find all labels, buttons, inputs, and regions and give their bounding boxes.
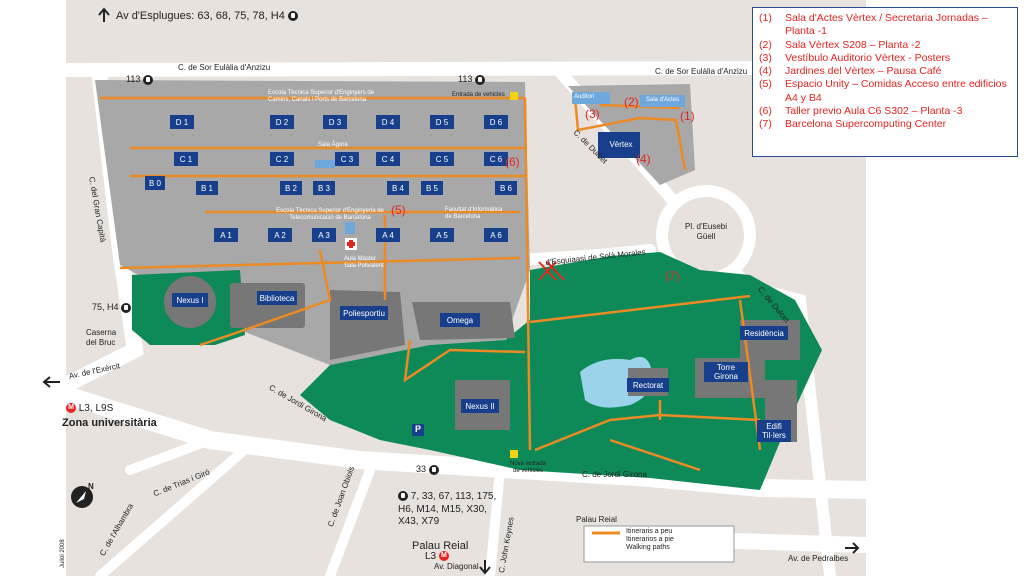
marker-4: (4) [636, 152, 651, 166]
street-jordi-girona-2: C. de Jordi Girona [582, 470, 647, 479]
metro-palau-reial: Palau Reial [412, 540, 469, 552]
marker-3: (3) [585, 107, 600, 121]
street-pedralbes: Av. de Pedralbes [788, 554, 849, 563]
building-omega: Omega [440, 313, 480, 327]
walking-paths [100, 96, 762, 472]
legend-item-4: (4)Jardines del Vèrtex – Pausa Café [759, 65, 942, 78]
bus-icon [428, 464, 439, 475]
label-etsetb: Escola Tècnica Superior d'Enginyeria de … [276, 208, 384, 221]
building-nexus2: Nexus II [461, 399, 499, 413]
building-c1: C 1 [174, 152, 198, 166]
bus-stop-33: 33 [416, 464, 439, 475]
building-c2: C 2 [270, 152, 294, 166]
building-poliesportiu: Poliesportiu [340, 306, 388, 320]
legend-item-1: (1)Sala d'Actes Vèrtex / Secretaria Jorn… [759, 12, 988, 38]
building-b1: B 1 [196, 181, 218, 195]
label-etseccpb: Escola Tècnica Superior d'Enginyers de C… [268, 90, 375, 103]
building-a1: A 1 [214, 228, 238, 242]
building-b2: B 2 [280, 181, 302, 195]
bus-icon [287, 11, 298, 22]
metro-l3: L3 M [425, 551, 449, 562]
bus-stop-113-right: 113 [458, 74, 485, 85]
label-sala-agora: Sala Àgora [318, 142, 348, 148]
bus-icon [474, 74, 485, 85]
building-d4: D 4 [376, 115, 400, 129]
building-d5: D 5 [430, 115, 454, 129]
building-d3: D 3 [323, 115, 347, 129]
label-caserna: Caserna del Bruc [86, 328, 117, 347]
label-entrada-vehicles: Entrada de vehicles [452, 92, 505, 98]
building-a5: A 5 [430, 228, 454, 242]
street-sor-eulalia-2: C. de Sor Eulàlia d'Anzizu [655, 67, 748, 76]
building-tillers: Edifi Til·lers [757, 420, 791, 442]
green-area-south [300, 252, 822, 490]
marker-7: (7) [665, 269, 680, 283]
building-c5: C 5 [430, 152, 454, 166]
label-av-diagonal: Av. Diagonal [434, 562, 479, 571]
street-esplugues: Av d'Esplugues: 63, 68, 75, 78, H4 [116, 10, 298, 22]
building-b4: B 4 [387, 181, 409, 195]
building-d2: D 2 [270, 115, 294, 129]
street-sor-eulalia-1: C. de Sor Eulàlia d'Anzizu [178, 63, 271, 72]
label-nova-entrada: Nova entrada de vehicles [509, 461, 547, 474]
building-nexus1: Nexus I [172, 293, 208, 307]
label-zona-universitaria: Zona universitària [62, 417, 157, 429]
building-a4: A 4 [376, 228, 400, 242]
legend-item-7: (7)Barcelona Supercomputing Center [759, 118, 947, 131]
street-palau-reial: Palau Reial [576, 515, 617, 524]
legend-item-6: (6)Taller previo Aula C6 S302 – Planta -… [759, 105, 963, 118]
building-d1: D 1 [170, 115, 194, 129]
marker-2: (2) [624, 95, 639, 109]
marker-5: (5) [391, 203, 406, 217]
label-fib: Facultat d'Informàtica de Barcelona [445, 207, 503, 220]
building-a3: A 3 [312, 228, 336, 242]
building-torre-girona: Torre Girona [704, 362, 748, 382]
metro-zona: M L3, L9S [66, 403, 113, 414]
locations-legend: (1)Sala d'Actes Vèrtex / Secretaria Jorn… [752, 7, 1018, 157]
bus-stop-75: 75, H4 [92, 302, 132, 313]
label-sala-actes: Sala d'Actes [646, 97, 680, 103]
building-b5: B 5 [421, 181, 443, 195]
label-aula-master: Aula Màster Sala Polivalent [344, 256, 384, 269]
legend-item-2: (2) Sala Vèrtex S208 – Planta -2 [759, 38, 921, 51]
legend-item-5: (5)Espacio Unity – Comidas Acceso entre … [759, 78, 1007, 104]
building-c6: C 6 [484, 152, 508, 166]
building-b0: B 0 [145, 176, 165, 190]
label-auditori: Auditori [574, 94, 595, 100]
legend-item-3: (3)Vestíbulo Auditorio Vèrtex - Posters [759, 51, 951, 64]
metro-icon: M [66, 403, 76, 414]
marker-1: (1) [680, 109, 695, 123]
walking-legend: Itineraris a peu Itinerarios a pie Walki… [626, 528, 674, 552]
walking-legend-line2: Itinerarios a pie [626, 536, 674, 543]
building-residencia: Residència [740, 326, 788, 340]
building-c4: C 4 [376, 152, 400, 166]
building-a2: A 2 [268, 228, 292, 242]
building-biblioteca: Biblioteca [257, 291, 297, 305]
metro-icon: M [438, 551, 449, 562]
label-date: Juliol 2008 [60, 539, 66, 568]
building-c3: C 3 [335, 152, 359, 166]
building-rectorat: Rectorat [627, 378, 669, 392]
marker-6: (6) [505, 155, 520, 169]
building-b3: B 3 [313, 181, 335, 195]
bus-icon [142, 74, 153, 85]
building-vertex: Vèrtex [606, 138, 636, 150]
bus-icon [398, 491, 408, 502]
bus-icon [121, 302, 132, 313]
parking-icon: P [415, 424, 422, 434]
bus-stop-palau: 7, 33, 67, 113, 175, H6, M14, M15, X30, … [398, 491, 497, 527]
walking-legend-line3: Walking paths [626, 544, 670, 551]
walking-legend-line1: Itineraris a peu [626, 528, 673, 535]
building-d6: D 6 [484, 115, 508, 129]
plaza-eusebi-guell: Pl. d'Eusebi Güell [685, 222, 727, 241]
building-b6: B 6 [495, 181, 517, 195]
north-label: N [88, 482, 94, 491]
bus-stop-113-left: 113 [126, 74, 153, 85]
building-a6: A 6 [484, 228, 508, 242]
